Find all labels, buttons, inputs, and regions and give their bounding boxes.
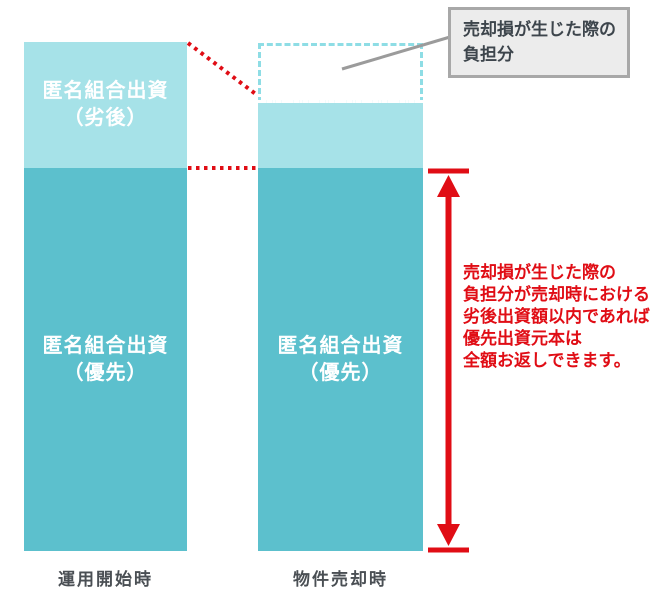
left-bar-preferred-section: 匿名組合出資 （優先）: [24, 168, 187, 551]
right-bar-preferred-label: 匿名組合出資 （優先）: [278, 333, 404, 387]
label-line: 匿名組合出資: [42, 80, 169, 102]
note-line: 負担分が売却時における: [463, 285, 650, 304]
axis-label-property-sale: 物件売却時: [293, 569, 388, 589]
label-line: （優先）: [298, 361, 383, 384]
left-bar-preferred-label: 匿名組合出資 （優先）: [43, 333, 169, 387]
right-bar-preferred-section: 匿名組合出資 （優先）: [258, 168, 423, 551]
left-bar-subordinated-label: 匿名組合出資 （劣後）: [43, 78, 169, 132]
label-line: 匿名組合出資: [42, 334, 169, 357]
measure-arrow-down-head: [437, 524, 460, 546]
loss-dashed-box: [258, 43, 423, 103]
loss-callout-box: 売却損が生じた際の 負担分: [448, 7, 630, 78]
dotted-diagonal-line: [186, 41, 259, 97]
left-bar-subordinated-section: 匿名組合出資 （劣後）: [24, 42, 187, 168]
note-line: 売却損が生じた際の: [463, 263, 616, 282]
loss-dashed-box-bottom-edge: [258, 100, 423, 103]
callout-text-line2: 負担分: [463, 44, 514, 64]
right-bar-subordinated-remainder-section: [258, 100, 423, 168]
principal-return-note: 売却損が生じた際の 負担分が売却時における 劣後出資額以内であれば 優先出資元本…: [463, 262, 669, 372]
label-line: （劣後）: [63, 107, 148, 129]
note-line: 劣後出資額以内であれば: [463, 307, 650, 326]
label-line: （優先）: [63, 361, 148, 384]
note-line: 全額お返しできます。: [463, 351, 631, 370]
label-line: 匿名組合出資: [277, 334, 404, 357]
note-line: 優先出資元本は: [463, 329, 582, 348]
axis-label-operation-start: 運用開始時: [58, 569, 153, 589]
callout-text-line1: 売却損が生じた際の: [463, 20, 616, 39]
measure-arrow-up-head: [437, 175, 460, 197]
